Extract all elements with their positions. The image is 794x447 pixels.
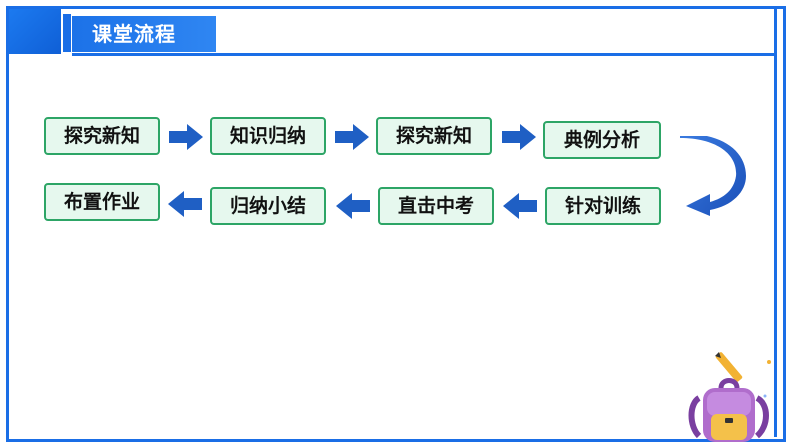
left-arrow-icon: [168, 191, 202, 217]
header-divider: [72, 53, 776, 56]
corner-tab-decoration: [63, 14, 71, 52]
backpack-icon: [688, 352, 771, 442]
page-title: 课堂流程: [72, 16, 216, 52]
left-arrow-icon: [336, 193, 370, 219]
flow-step-exam: 直击中考: [378, 187, 494, 225]
pencil-icon: [715, 352, 743, 382]
flow-step-explore-1: 探究新知: [44, 117, 160, 155]
right-arrow-icon: [335, 124, 369, 150]
flow-step-homework: 布置作业: [44, 183, 160, 221]
flow-step-conclusion: 归纳小结: [210, 187, 326, 225]
flow-step-practice: 针对训练: [545, 187, 661, 225]
right-arrow-icon: [169, 124, 203, 150]
corner-decoration: [9, 9, 61, 54]
right-arrow-icon: [502, 124, 536, 150]
left-arrow-icon: [503, 193, 537, 219]
flow-step-knowledge-summary: 知识归纳: [210, 117, 326, 155]
flow-step-examples: 典例分析: [543, 121, 661, 159]
flow-step-explore-2: 探究新知: [376, 117, 492, 155]
right-border-accent: [774, 9, 777, 437]
curved-down-arrow-icon: [680, 136, 746, 216]
